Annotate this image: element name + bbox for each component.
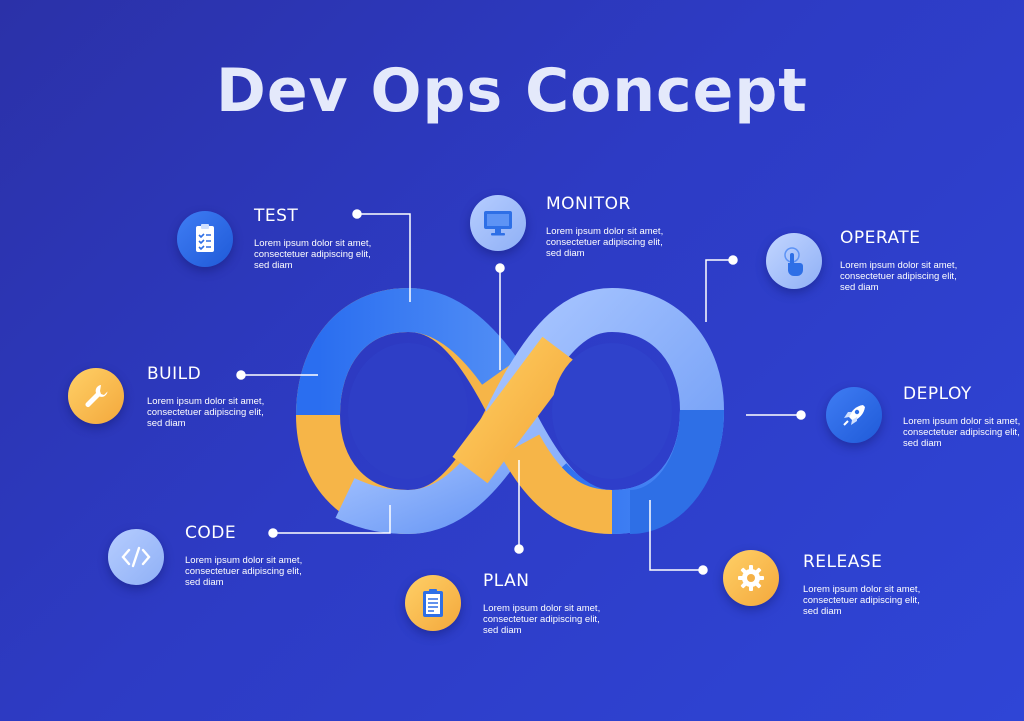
connector-dot-plan bbox=[514, 544, 524, 554]
connector-lines bbox=[236, 209, 806, 575]
step-desc-plan: Lorem ipsum dolor sit amet, consectetuer… bbox=[483, 603, 601, 636]
connector-dot-code bbox=[268, 528, 278, 538]
step-title-build: BUILD bbox=[147, 364, 202, 384]
step-desc-deploy: Lorem ipsum dolor sit amet, consectetuer… bbox=[903, 416, 1021, 449]
connector-dot-monitor bbox=[495, 263, 505, 273]
step-title-operate: OPERATE bbox=[840, 228, 921, 248]
step-title-release: RELEASE bbox=[803, 552, 883, 572]
left-loop-hole bbox=[348, 343, 468, 479]
step-desc-monitor: Lorem ipsum dolor sit amet, consectetuer… bbox=[546, 226, 664, 259]
connector-dot-build bbox=[236, 370, 246, 380]
step-desc-code: Lorem ipsum dolor sit amet, consectetuer… bbox=[185, 555, 303, 588]
infinity-right-loop bbox=[485, 287, 725, 535]
step-title-test: TEST bbox=[254, 206, 299, 226]
code-brackets-icon bbox=[108, 529, 164, 585]
connector-release bbox=[649, 500, 703, 571]
rocket-icon bbox=[826, 387, 882, 443]
clipboard-checklist-icon bbox=[177, 211, 233, 267]
connector-dot-deploy bbox=[796, 410, 806, 420]
gear-icon bbox=[723, 550, 779, 606]
step-title-deploy: DEPLOY bbox=[903, 384, 972, 404]
step-title-plan: PLAN bbox=[483, 571, 530, 591]
step-desc-build: Lorem ipsum dolor sit amet, consectetuer… bbox=[147, 396, 265, 429]
touch-hand-icon bbox=[766, 233, 822, 289]
right-loop-hole bbox=[552, 343, 672, 479]
connector-dot-release bbox=[698, 565, 708, 575]
connector-code bbox=[273, 505, 391, 534]
clipboard-list-icon bbox=[405, 575, 461, 631]
step-title-code: CODE bbox=[185, 523, 237, 543]
connector-operate bbox=[705, 259, 733, 322]
step-desc-test: Lorem ipsum dolor sit amet, consectetuer… bbox=[254, 238, 372, 271]
connector-dot-test bbox=[352, 209, 362, 219]
step-desc-operate: Lorem ipsum dolor sit amet, consectetuer… bbox=[840, 260, 958, 293]
page-title: Dev Ops Concept bbox=[216, 56, 808, 126]
step-title-monitor: MONITOR bbox=[546, 194, 631, 214]
infinity-crossing bbox=[452, 336, 578, 484]
step-desc-release: Lorem ipsum dolor sit amet, consectetuer… bbox=[803, 584, 921, 617]
infinity-left-loop bbox=[295, 287, 535, 535]
monitor-icon bbox=[470, 195, 526, 251]
wrench-icon bbox=[68, 368, 124, 424]
connector-dot-operate bbox=[728, 255, 738, 265]
connector-test bbox=[357, 213, 411, 302]
